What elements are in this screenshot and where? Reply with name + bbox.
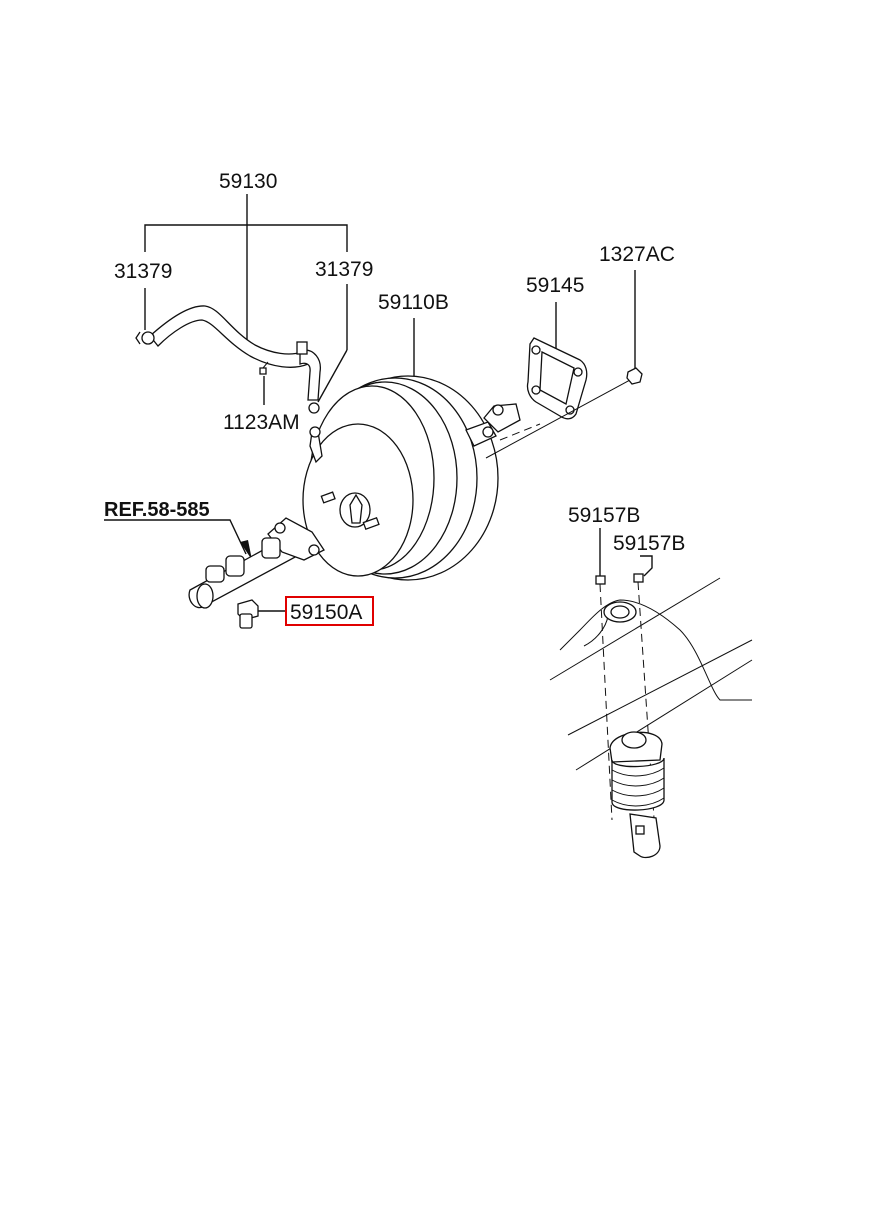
label-59157b-bottom: 59157B (613, 532, 685, 555)
label-31379-left: 31379 (114, 260, 172, 283)
label-ref-58-585: REF.58-585 (104, 499, 210, 521)
label-59157b-top: 59157B (568, 504, 640, 527)
bolt-1123am[interactable] (259, 361, 269, 375)
bolt-59157b-a[interactable] (595, 575, 606, 585)
label-31379-right: 31379 (315, 258, 373, 281)
gasket[interactable] (485, 302, 631, 459)
master-cylinder[interactable] (104, 517, 325, 609)
label-59130: 59130 (219, 170, 277, 193)
highlight-box (285, 596, 374, 626)
brake-booster[interactable] (302, 318, 541, 581)
nut-1327ac[interactable] (626, 270, 643, 385)
vacuum-hose[interactable] (135, 194, 348, 414)
strut-assembly[interactable] (549, 528, 753, 859)
label-1123am: 1123AM (223, 411, 300, 434)
label-59150a: 59150A (290, 601, 362, 624)
clamp-right[interactable] (296, 341, 320, 414)
label-59110b: 59110B (378, 291, 449, 314)
brake-switch[interactable] (237, 599, 286, 629)
clamp-left[interactable] (135, 331, 155, 345)
label-59145: 59145 (526, 274, 584, 297)
bolt-59157b-b[interactable] (633, 573, 644, 583)
label-1327ac: 1327AC (599, 243, 675, 266)
